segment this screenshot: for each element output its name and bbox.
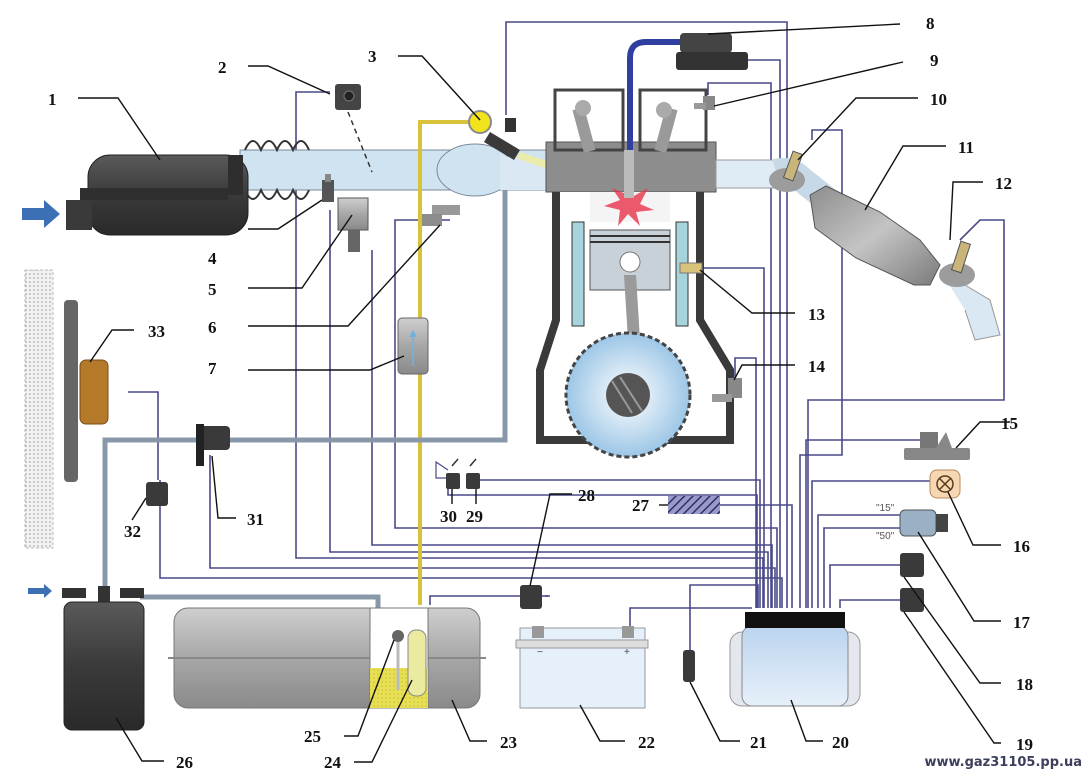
callout-26: 26 [176,753,193,772]
diagnostic-connector [683,650,695,682]
callout-24: 24 [324,753,341,772]
radiator-fan [64,300,109,482]
callout-8: 8 [926,14,935,33]
camshaft-position-sensor [694,96,715,110]
callout-30: 30 [440,507,457,526]
main-relay [900,553,924,577]
callout-11: 11 [958,138,975,157]
coolant-temperature-sensor [679,262,703,274]
fuel-line [396,120,468,650]
oxygen-sensor-downstream [950,240,972,274]
svg-text:+: + [624,647,630,658]
callout-19: 19 [1016,735,1033,754]
vehicle-speed-sensor [904,432,970,460]
ignition-switch [899,509,948,537]
leader-lines [78,23,1010,763]
fuel-filter [397,317,429,375]
callout-6: 6 [208,318,217,337]
crankshaft-position-sensor [712,378,742,402]
callout-33: 33 [148,322,165,341]
callout-32: 32 [124,522,141,541]
ignition-coil [627,33,748,150]
watermark: www.gaz31105.pp.ua [924,755,1082,770]
fuel-level-sensor [392,630,404,690]
callout-17: 17 [1013,613,1030,632]
callout-9: 9 [930,51,939,70]
charcoal-canister [62,586,145,731]
air-filter [66,154,249,236]
fuel-pump-relay [900,588,924,612]
engine-control-unit [729,612,861,707]
intake-tract [239,140,590,200]
fuel-tank [168,607,486,709]
relay-pair [435,458,480,489]
callout-2: 2 [218,58,227,77]
fan-control-relay [146,482,168,506]
fuel-rail-regulator [468,110,492,134]
oxygen-sensor-upstream [782,150,804,182]
intake-air-temperature-sensor [322,174,334,202]
callout-22: 22 [638,733,655,752]
canister-inlet-arrow-icon [28,584,52,598]
svg-text:−: − [537,647,543,658]
absolute-pressure-sensor [335,84,373,173]
battery: − + [515,626,649,709]
callout-14: 14 [808,357,825,376]
terminal-50-label: "50" [876,531,895,542]
callout-25: 25 [304,727,321,746]
canister-purge-valve-relay [520,585,542,609]
callout-15: 15 [1001,414,1018,433]
octane-corrector [668,496,720,514]
callout-12: 12 [995,174,1012,193]
catalytic-converter [809,185,941,286]
callout-28: 28 [578,486,595,505]
callout-29: 29 [466,507,483,526]
callout-21: 21 [750,733,767,752]
callout-1: 1 [48,90,57,109]
callout-4: 4 [208,249,217,268]
callout-31: 31 [247,510,264,529]
purge-solenoid-valve [196,424,230,466]
callout-5: 5 [208,280,217,299]
fuel-pump [407,629,427,697]
check-engine-lamp [929,469,961,499]
throttle-position-sensor [420,205,460,226]
callout-13: 13 [808,305,825,324]
engine-block [536,88,777,459]
air-inlet-arrow-icon [22,200,60,228]
callout-3: 3 [368,47,377,66]
radiator [24,269,54,549]
callout-16: 16 [1013,537,1030,556]
callout-27: 27 [632,496,649,515]
callout-18: 18 [1016,675,1033,694]
callout-23: 23 [500,733,517,752]
callout-7: 7 [208,359,217,378]
idle-air-control-valve [337,197,369,252]
terminal-15-label: "15" [876,503,895,514]
callout-20: 20 [832,733,849,752]
callout-10: 10 [930,90,947,109]
